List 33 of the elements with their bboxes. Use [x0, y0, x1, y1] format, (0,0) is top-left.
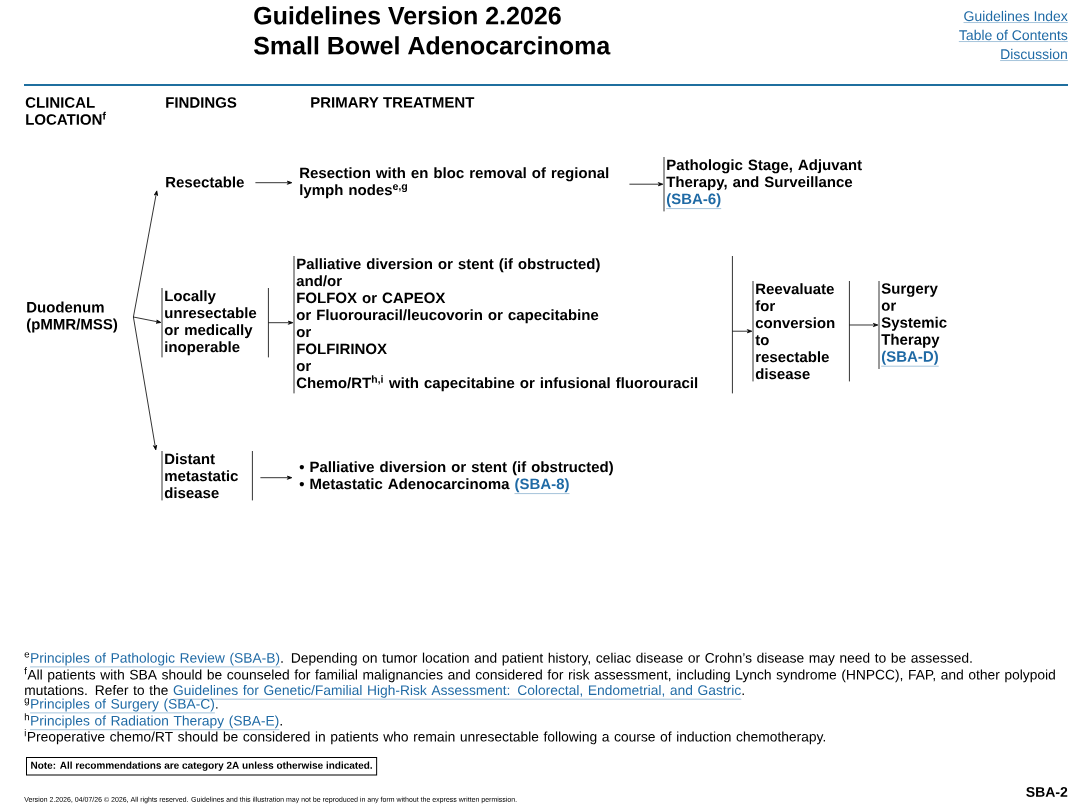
arrow — [260, 475, 293, 480]
page-number: SBA-2 — [1026, 787, 1068, 797]
bracketed-text: Reevaluate for conversion to resectable disease — [752, 280, 850, 382]
arrow — [732, 329, 753, 334]
bracketed-text: Palliative diversion or stent (if obstructed) and/or FOLFOX or CAPEOX or Fluorouracil/leucovorin or capecitabine or FOLFIRINOX or Chemo/RT$^{h,i}$ with capecitabine or infusional fluorouracil — [293, 255, 733, 394]
column-heading: CLINICAL LOCATION$^{f}$ — [25, 97, 106, 125]
column-heading: PRIMARY TREATMENT — [311, 97, 475, 108]
arrow — [133, 316, 158, 451]
arrow — [629, 182, 664, 187]
note-box: Note: All recommendations are category 2A unless otherwise indicated. — [26, 757, 378, 776]
label: mutations. Refer to the — [25, 684, 168, 696]
arrow — [849, 323, 879, 327]
bracketed-text: Pathologic Stage, Adjuvant Therapy, and Surveillance (SBA-6) — [663, 156, 862, 212]
link: Table of Contents — [958, 29, 1068, 42]
arrow — [133, 316, 162, 324]
bullet-list: • Palliative diversion or stent (if obstructed) • Metastatic Adenocarcinoma (SBA-8) — [299, 461, 613, 494]
location-text: Duodenum (pMMR/MSS) — [26, 301, 118, 333]
arrow — [268, 320, 294, 325]
treatment-text: Resection with en bloc removal of regional lymph nodes$^{e,g}$ — [300, 167, 609, 199]
arrow — [133, 190, 158, 318]
finding-text: Resectable — [166, 176, 244, 188]
label: Guidelines for Genetic/Familial High-Risk Assessment: Colorectal, Endometrial, and Gastric — [173, 684, 741, 698]
arrow — [255, 180, 293, 185]
column-heading: FINDINGS — [166, 97, 237, 108]
bracketed-text: Surgery or Systemic Therapy (SBA-D) — [878, 280, 947, 370]
label: . — [742, 693, 744, 695]
title: Guidelines Version 2.2026 Small Bowel Adenocarcinoma — [253, 6, 611, 55]
label: f — [24, 667, 27, 675]
link: Discussion — [999, 48, 1068, 61]
bracketed-text: Distant metastatic disease — [161, 450, 253, 501]
link: Guidelines Index — [963, 10, 1068, 23]
bracketed-text: Locally unresectable or medically inoperable — [161, 287, 269, 358]
label: All patients with SBA should be counseled for familial malignancies and considered for risk assessment, including Lynch syndrome (HNPCC), FAP, and other polypoid — [27, 669, 1055, 683]
